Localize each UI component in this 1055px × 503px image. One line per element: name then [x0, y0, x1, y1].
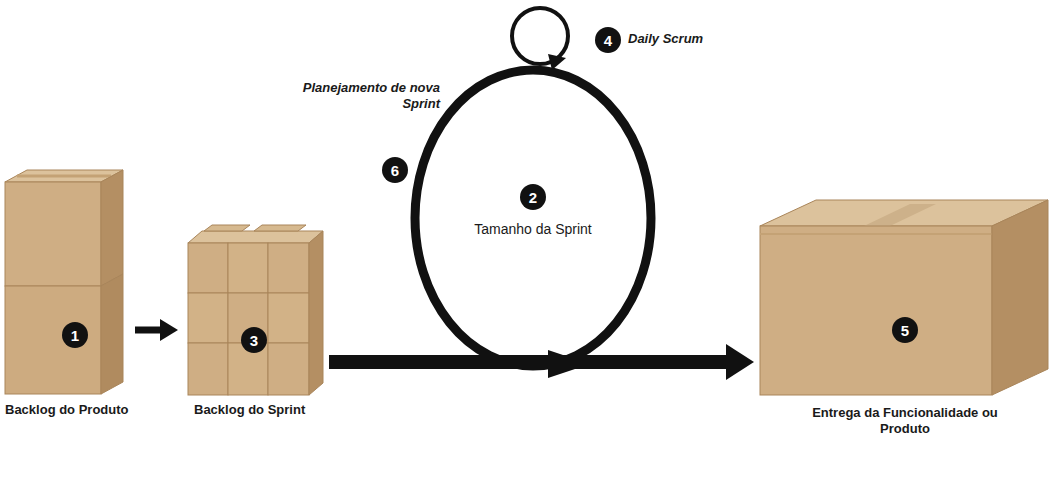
- daily-circle: 4Daily Scrum: [510, 6, 570, 66]
- sprint-loop-part: [415, 70, 651, 366]
- backlog-box: 1Backlog do Produto: [5, 170, 123, 395]
- callout-number: 4: [595, 27, 621, 53]
- cardboard-box: [760, 200, 1048, 395]
- flow-arrow: [329, 344, 754, 380]
- cardboard-box-part: [760, 233, 992, 235]
- cardboard-boxes-part: [188, 243, 228, 293]
- callout-number: 1: [62, 322, 88, 348]
- cardboard-boxes-part: [17, 175, 111, 178]
- cardboard-boxes-part: [268, 293, 309, 343]
- cardboard-boxes-part: [101, 274, 123, 394]
- sprint-loop: [415, 70, 651, 378]
- daily-loop-part: [548, 54, 566, 70]
- cardboard-boxes: [5, 170, 123, 394]
- callout-number: 2: [520, 184, 546, 210]
- daily-loop: [512, 8, 568, 70]
- cardboard-box-part: [760, 226, 992, 395]
- sprint-circle: 2Tamanho da Sprint: [415, 70, 651, 366]
- cardboard-boxes-part: [228, 243, 268, 293]
- delivery-box: 5Entrega da Funcionalidade ou Produto: [760, 200, 1048, 395]
- callout-number: 3: [241, 327, 267, 353]
- cardboard-box-part: [992, 200, 1048, 395]
- cardboard-boxes-part: [268, 243, 309, 293]
- box-label: Entrega da Funcionalidade ou Produto: [800, 405, 1010, 437]
- annotation-label: Planejamento de nova Sprint: [300, 80, 440, 112]
- flow-arrow: [135, 319, 178, 341]
- cardboard-boxes-part: [101, 170, 123, 286]
- cardboard-boxes-part: [5, 182, 101, 286]
- arrow-line: [135, 327, 162, 334]
- box-label: Daily Scrum: [628, 31, 703, 47]
- daily-loop-part: [512, 8, 568, 64]
- cardboard-boxes-part: [268, 343, 309, 395]
- arrow-head: [160, 319, 178, 341]
- cardboard-boxes-part: [204, 225, 250, 231]
- cardboard-boxes-part: [188, 343, 228, 395]
- box-label: Backlog do Produto: [5, 402, 129, 418]
- cardboard-boxes: [188, 225, 323, 395]
- callout-number: 5: [892, 317, 918, 343]
- box-label: Tamanho da Sprint: [433, 220, 633, 238]
- callout-number: 6: [382, 157, 408, 183]
- cardboard-box-part: [864, 204, 936, 226]
- backlog-box: 3Backlog do Sprint: [188, 225, 323, 395]
- cardboard-boxes-part: [188, 231, 323, 243]
- cardboard-boxes-part: [5, 286, 101, 394]
- arrow-head: [726, 344, 754, 380]
- box-label: Backlog do Sprint: [194, 402, 305, 418]
- cardboard-boxes-part: [188, 293, 228, 343]
- cardboard-boxes-part: [254, 225, 306, 231]
- arrow-line: [329, 355, 728, 369]
- cardboard-boxes-part: [309, 231, 323, 395]
